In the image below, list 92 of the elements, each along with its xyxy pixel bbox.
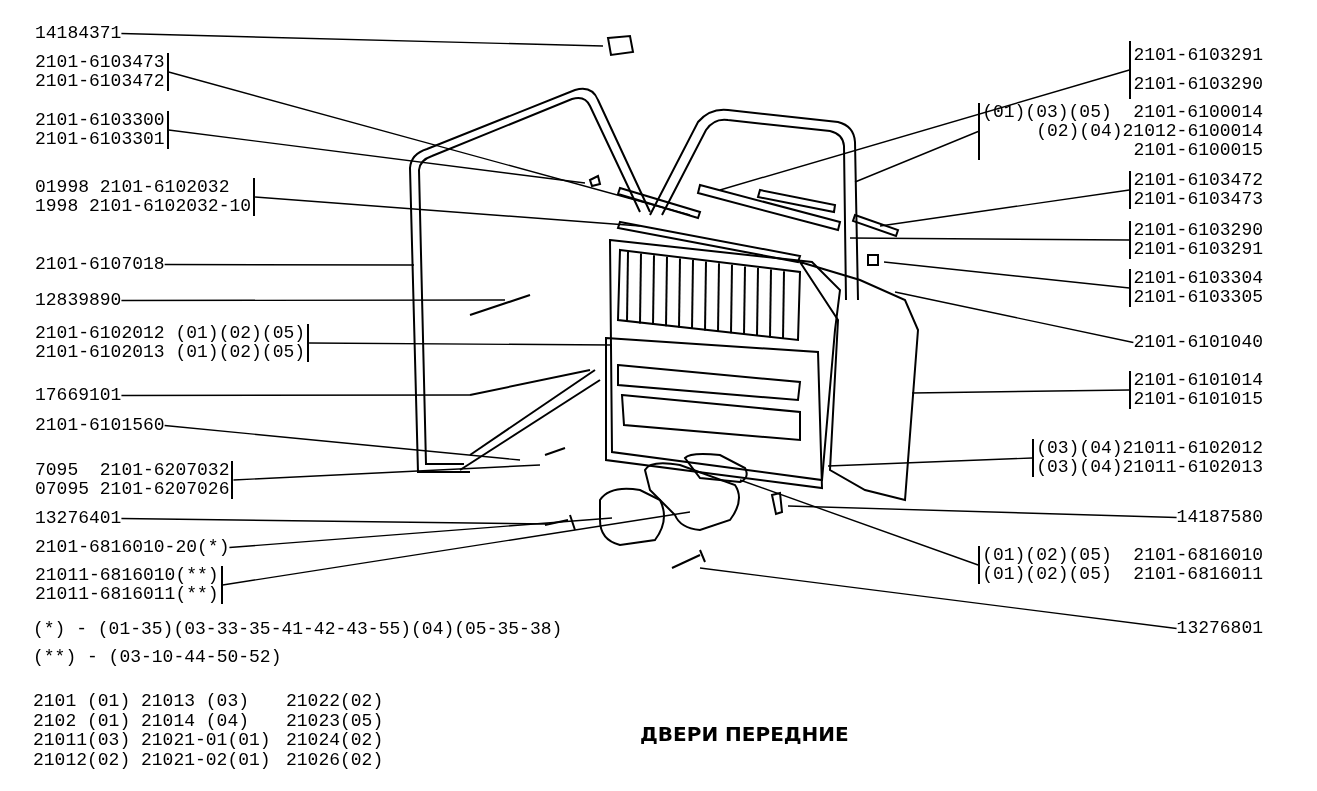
callout-bracket [35,566,223,604]
leader-line [308,342,613,346]
model-code: 21026(02) [286,750,385,770]
model-code: 2102 (01) [33,711,132,731]
leader-line [883,261,1131,289]
leader-line [719,69,1131,191]
part-number: 2101-6102013 (01)(02)(05) [35,343,306,362]
part-number: 14187580 [1176,508,1263,527]
model-code: 21023(05) [286,711,385,731]
model-code: 21011(03) [33,731,132,751]
leader-line [849,237,1131,241]
leader-line [163,263,415,266]
leader-line [232,464,541,481]
leader-line [120,299,506,302]
leader-line [167,129,586,184]
part-number: 1998 2101-6102032-10 [35,197,252,216]
callout-bracket [1129,221,1263,259]
leader-line [221,511,691,586]
callout-bracket [1129,171,1263,209]
part-number: 2101-6101560 [35,416,165,435]
leader-line [163,424,521,461]
callout-bracket [978,546,1263,584]
model-code: 21021-01(01) [141,731,272,751]
part-number: 2101-6101040 [1133,333,1263,352]
part-number: (01)(02)(05) 2101-6816011 [982,565,1263,584]
leader-line [120,517,549,525]
model-code: 2101 (01) [33,692,132,712]
leader-line [827,457,1033,467]
part-number: 2101-6103291 [1133,240,1263,259]
part-number: 2101-6102012 (01)(02)(05) [35,324,306,343]
part-number: 07095 2101-6207026 [35,480,230,499]
part-number: (03)(04)21011-6102012 [1036,439,1263,458]
part-number: 2101-6100015 [1132,141,1263,160]
callout-bracket [35,111,169,149]
part-number: 2101-6103300 [35,111,165,130]
diagram-title: ДВЕРИ ПЕРЕДНИЕ [640,722,849,746]
part-number: 13276801 [1176,619,1263,638]
callout-bracket [35,461,234,499]
model-code: 21013 (03) [141,692,251,712]
leader-line [739,479,979,566]
leader-line [228,517,613,549]
part-number: (01)(03)(05) 2101-6100014 [982,103,1263,122]
leader-line [854,130,979,183]
part-number: 2101-6103472 [1133,171,1263,190]
part-number: 01998 2101-6102032 [35,178,231,197]
part-number: 2101-6103305 [1133,288,1263,307]
part-number: 2101-6816010-20(*) [35,538,230,557]
leader-line [167,71,691,216]
part-number: 2101-6103301 [35,130,165,149]
part-number: 2101-6103473 [35,53,165,72]
part-number: 17669101 [35,386,122,405]
leader-line [879,189,1131,227]
callout-bracket [1129,269,1263,307]
part-number: (03)(04)21011-6102013 [1036,458,1263,477]
part-number: 12839890 [35,291,122,310]
part-number: 2101-6107018 [35,255,165,274]
footnote: (**) - (03-10-44-50-52) [33,648,282,667]
part-number: 2101-6103290 [1133,221,1263,240]
leader-line [787,505,1178,519]
part-number: 2101-6103304 [1133,269,1263,288]
part-number: 21011-6816011(**) [35,585,219,604]
leader-line [894,291,1135,344]
callout-bracket [1129,41,1263,99]
callout-bracket [35,324,310,362]
model-code: 21024(02) [286,731,385,751]
part-number: (01)(02)(05) 2101-6816010 [982,546,1263,565]
leader-line [254,196,641,227]
callout-bracket [978,103,1263,160]
part-number: 2101-6103472 [35,72,165,91]
leader-line [120,32,604,47]
callout-bracket [1032,439,1263,477]
part-number: 2101-6103290 [1133,73,1263,96]
leader-line [911,389,1131,394]
part-number: 14184371 [35,24,122,43]
model-code: 21021-02(01) [141,750,272,770]
callout-bracket [35,178,256,216]
part-number: 2101-6101014 [1133,371,1263,390]
footnote: (*) - (01-35)(03-33-35-41-42-43-55)(04)(05-35-38) [33,620,563,639]
part-number: 7095 2101-6207032 [35,461,230,480]
callout-bracket [35,53,169,91]
model-code: 21022(02) [286,692,385,712]
part-number: 2101-6103291 [1133,44,1263,67]
leader-line [120,394,471,397]
model-code: 21012(02) [33,750,132,770]
part-number: (02)(04)21012-6100014 [1035,122,1263,141]
part-number: 21011-6816010(**) [35,566,219,585]
callout-bracket [1129,371,1263,409]
leader-line [699,567,1178,630]
part-number: 2101-6101015 [1133,390,1263,409]
part-number: 13276401 [35,509,122,528]
model-code: 21014 (04) [141,711,251,731]
part-number: 2101-6103473 [1133,190,1263,209]
